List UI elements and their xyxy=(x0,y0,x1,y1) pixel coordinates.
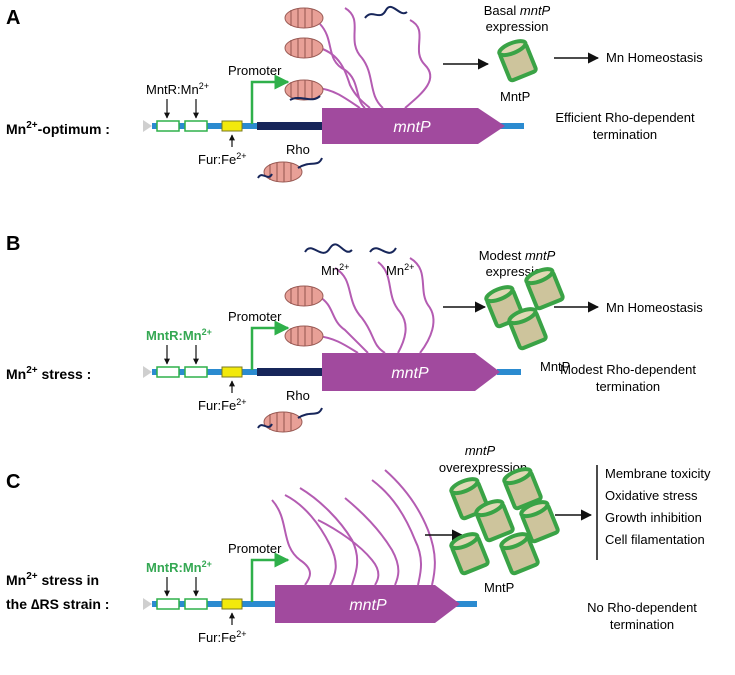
dna-strand xyxy=(143,366,521,378)
mntp-protein-icon xyxy=(495,36,539,84)
termination-label: No Rho-dependent xyxy=(587,600,697,615)
condition-label: Mn2+-optimum : xyxy=(6,120,110,137)
mntp-gene: mntP xyxy=(322,353,500,391)
mntr-label: MntR:Mn2+ xyxy=(146,559,212,575)
panel-letter: A xyxy=(6,7,20,29)
fur-label: Fur:Fe2+ xyxy=(198,629,247,645)
nascent-rna xyxy=(364,5,408,19)
outcome-label: Mn Homeostasis xyxy=(606,50,703,65)
rna-strands xyxy=(271,469,436,586)
expression-label: mntP xyxy=(465,443,496,458)
mntp-gene: mntP xyxy=(275,585,460,623)
outcome-list: Membrane toxicity Oxidative stress Growt… xyxy=(605,466,711,547)
outcome-item: Growth inhibition xyxy=(605,510,702,525)
outcome-item: Oxidative stress xyxy=(605,488,698,503)
panel-letter: B xyxy=(6,233,20,255)
rho-label: Rho xyxy=(286,388,310,403)
gene-label: mntP xyxy=(393,119,431,136)
termination-label-line2: termination xyxy=(610,617,674,632)
expression-label-line2: expression xyxy=(486,19,549,34)
mn-ion-label: Mn2+ xyxy=(386,262,414,278)
protein-label: MntP xyxy=(500,89,530,104)
panel-c: C Mn2+ stress in the ∆RS strain : mntP P… xyxy=(6,443,711,645)
outcome-label: Mn Homeostasis xyxy=(606,300,703,315)
panel-letter: C xyxy=(6,471,20,493)
condition-label: Mn2+ stress : xyxy=(6,365,91,382)
expression-label-line2: overexpression xyxy=(439,460,527,475)
protein-label: MntP xyxy=(484,580,514,595)
mntr-label: MntR:Mn2+ xyxy=(146,327,212,343)
expression-label: Basal mntP xyxy=(484,3,551,18)
termination-label: Modest Rho-dependent xyxy=(560,362,696,377)
termination-label: Efficient Rho-dependent xyxy=(555,110,695,125)
rho-label: Rho xyxy=(286,142,310,157)
promoter-arrow: Promoter xyxy=(228,541,290,602)
gene-label: mntP xyxy=(391,365,429,382)
condition-label: Mn2+ stress in xyxy=(6,571,99,588)
protein-label: MntP xyxy=(540,359,570,374)
promoter-arrow: Promoter xyxy=(228,309,290,370)
panel-a: A Mn2+-optimum : mntP Promoter MntR:Mn2+ xyxy=(6,3,703,183)
termination-label-line2: termination xyxy=(593,127,657,142)
dna-strand xyxy=(143,120,524,132)
promoter-arrow: Promoter xyxy=(228,63,290,124)
outcome-item: Membrane toxicity xyxy=(605,466,711,481)
panel-b: B Mn2+ stress : mntP Promoter MntR:Mn2+ … xyxy=(6,233,703,433)
termination-label-line2: termination xyxy=(596,379,660,394)
fur-label: Fur:Fe2+ xyxy=(198,397,247,413)
mn-ion-label: Mn2+ xyxy=(321,262,349,278)
rho-icon xyxy=(263,285,324,433)
dna-strand xyxy=(143,598,477,610)
promoter-label: Promoter xyxy=(228,541,282,556)
rna-strands xyxy=(317,7,432,109)
promoter-label: Promoter xyxy=(228,309,282,324)
gene-label: mntP xyxy=(349,597,387,614)
mntp-protein-icon xyxy=(447,464,561,577)
nascent-rna xyxy=(304,243,353,254)
promoter-label: Promoter xyxy=(228,63,282,78)
fur-label: Fur:Fe2+ xyxy=(198,151,247,167)
mntp-gene: mntP xyxy=(322,108,505,144)
mntr-label: MntR:Mn2+ xyxy=(146,81,209,97)
condition-label-line2: the ∆RS strain : xyxy=(6,596,109,612)
expression-label: Modest mntP xyxy=(479,248,556,263)
outcome-item: Cell filamentation xyxy=(605,532,705,547)
